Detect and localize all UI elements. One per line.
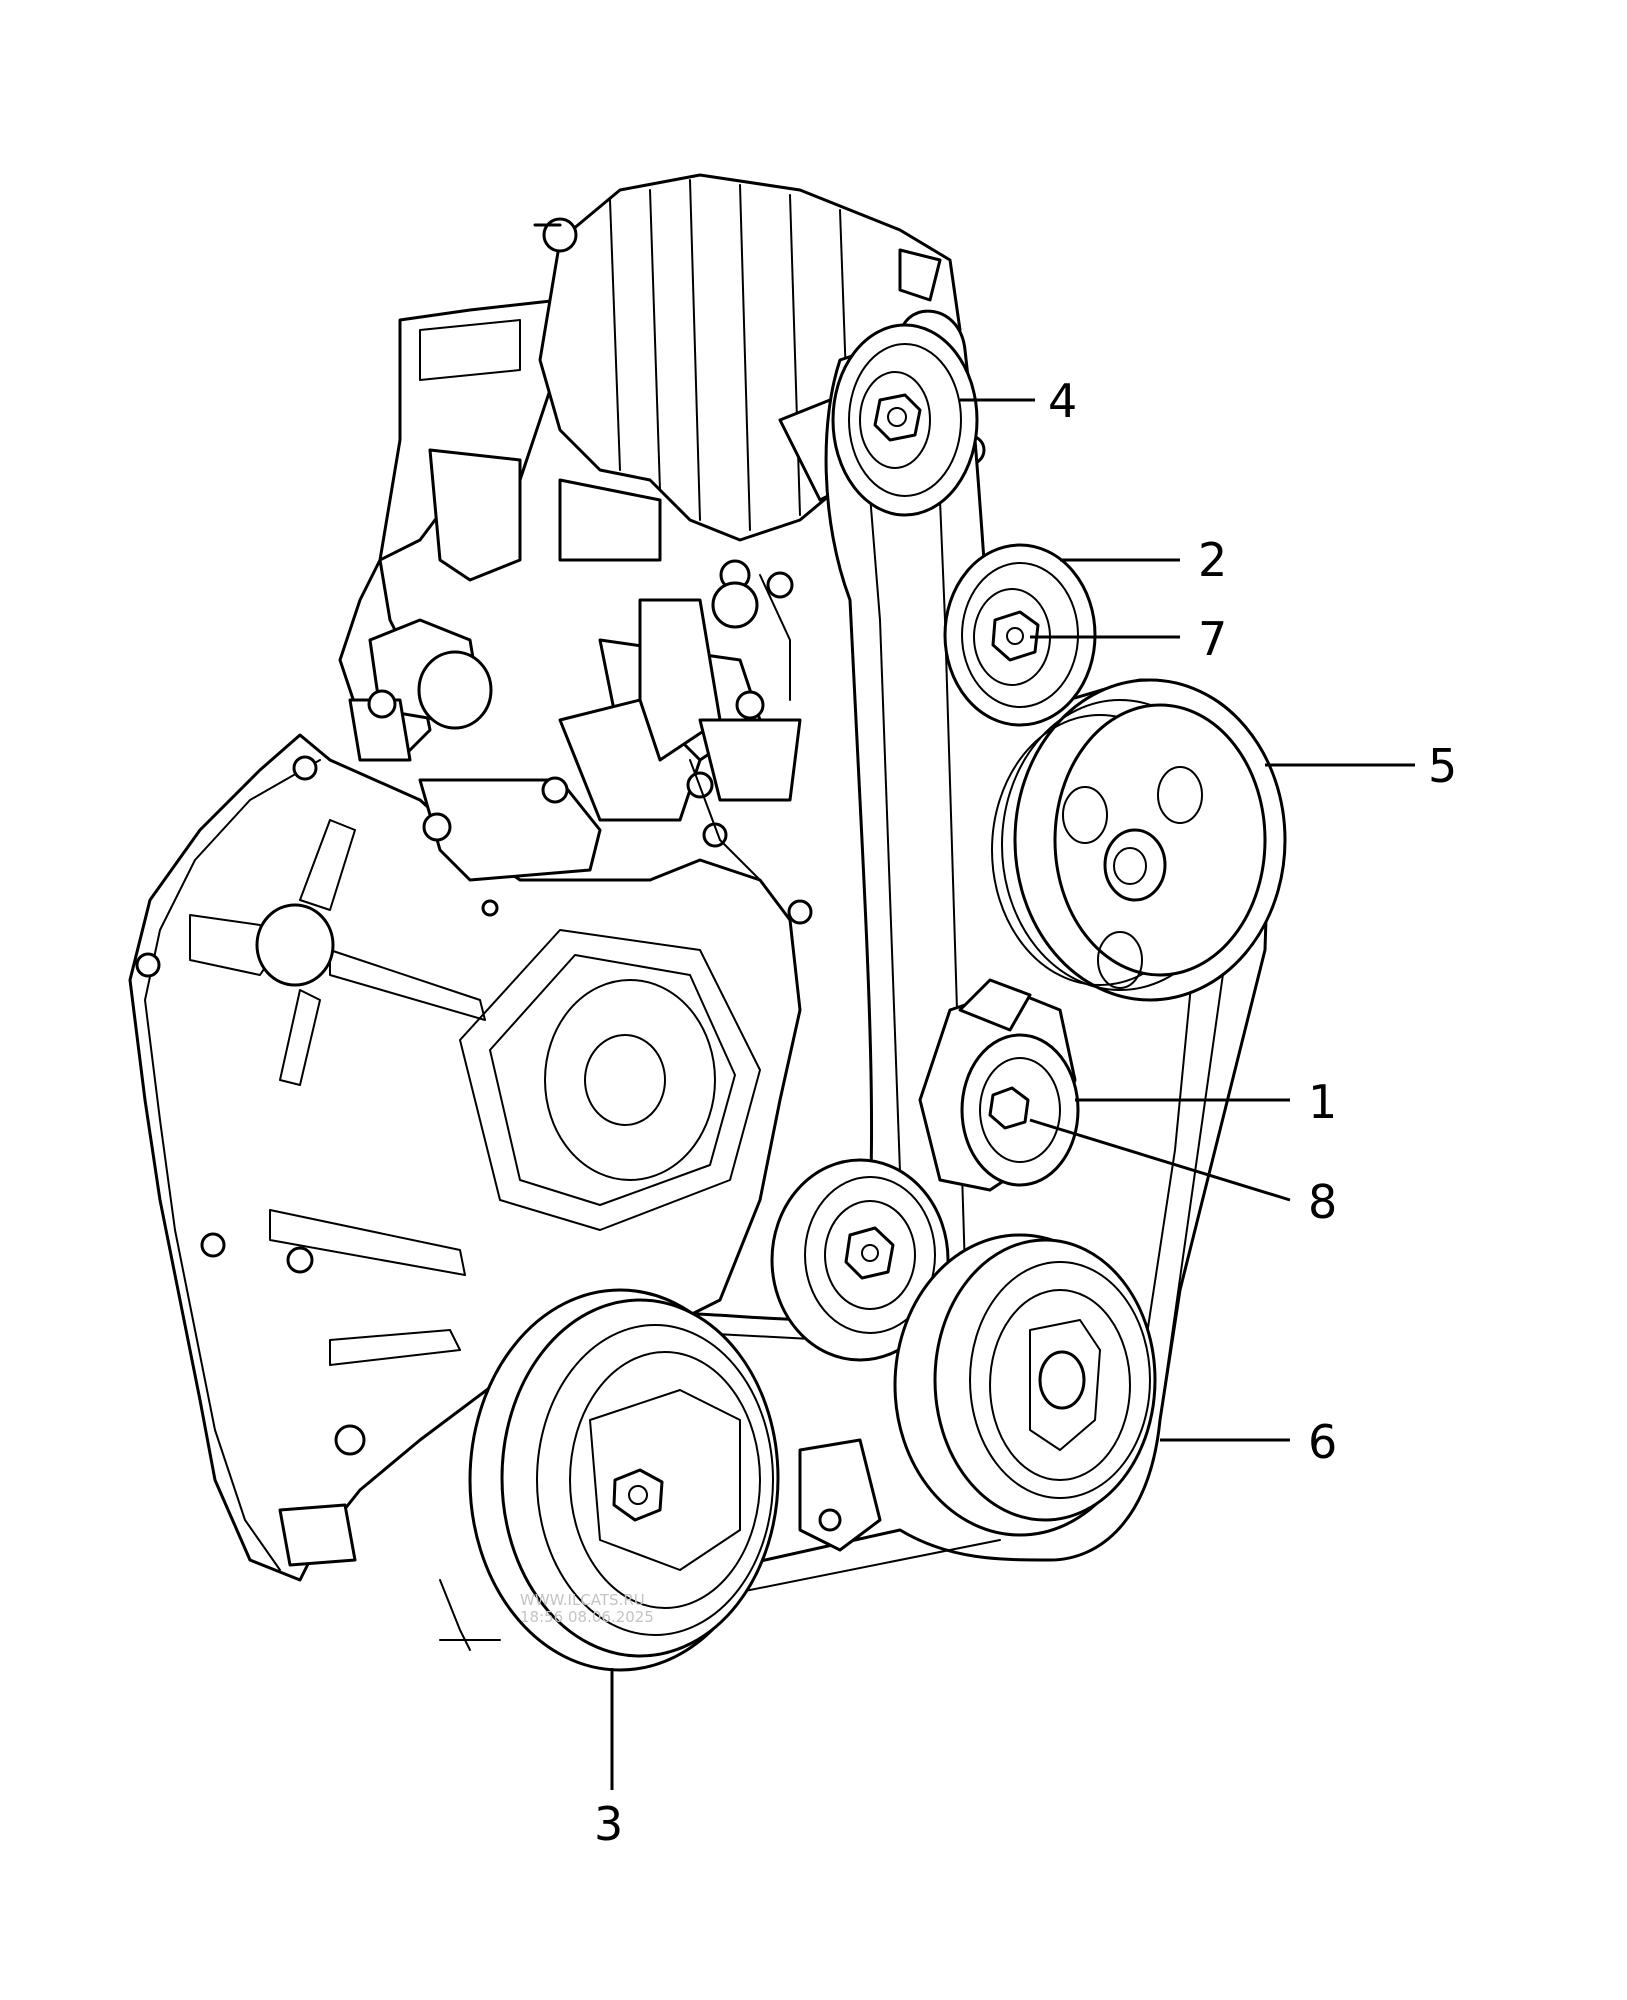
- callout-6: 6: [1308, 1415, 1337, 1469]
- crankshaft-pulley: [468, 1288, 780, 1672]
- idler-pulley-lower: [770, 1158, 950, 1362]
- lower-bracket: [278, 1438, 882, 1651]
- callout-1: 1: [1308, 1075, 1337, 1129]
- ac-compressor-pulley: [893, 1233, 1157, 1537]
- alternator-pulley: [831, 323, 979, 517]
- engine-head: [338, 298, 802, 882]
- timing-cover: [128, 733, 813, 1582]
- callout-7: 7: [1198, 612, 1227, 666]
- watermark-line1: WWW.ILCATS.RU: [520, 1591, 645, 1609]
- callout-3: 3: [594, 1797, 623, 1851]
- power-steering-pulley: [991, 678, 1287, 1002]
- callout-labels: 4 2 7 5 1 8 6 3: [594, 374, 1457, 1851]
- callout-4: 4: [1048, 374, 1077, 428]
- belt-tensioner: [918, 978, 1080, 1192]
- callout-2: 2: [1198, 533, 1227, 587]
- idler-pulley-upper: [943, 543, 1097, 727]
- callout-5: 5: [1428, 739, 1457, 793]
- watermark: WWW.ILCATS.RU 18:56 08.06.2025: [520, 1591, 654, 1626]
- leader-lines: [610, 398, 1415, 1790]
- callout-8: 8: [1308, 1175, 1337, 1229]
- watermark-line2: 18:56 08.06.2025: [520, 1608, 654, 1626]
